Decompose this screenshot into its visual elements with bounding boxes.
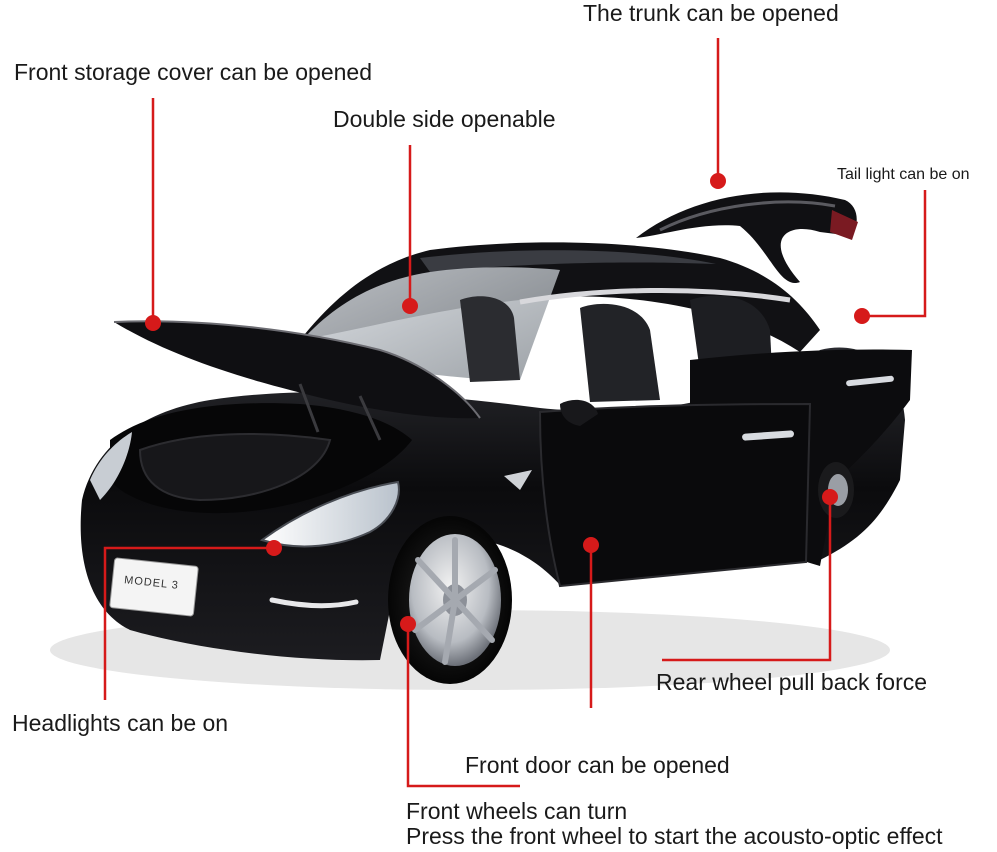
label-front-wheels-line2: Press the front wheel to start the acous… xyxy=(406,823,943,849)
callout-headlights xyxy=(103,546,274,700)
label-front-door: Front door can be opened xyxy=(465,752,730,778)
label-trunk: The trunk can be opened xyxy=(583,0,839,26)
frunk-strut-2 xyxy=(358,395,382,441)
rear-door-handle xyxy=(846,375,894,387)
dot-headlights xyxy=(266,540,282,556)
callout-lines xyxy=(103,38,927,788)
side-mirror xyxy=(560,399,598,426)
front-door-open xyxy=(538,402,812,588)
fog-light xyxy=(269,597,359,609)
frunk-tub xyxy=(138,433,332,502)
trunk-lid-highlight xyxy=(659,200,836,232)
label-front-storage: Front storage cover can be opened xyxy=(14,59,373,85)
frunk-strut xyxy=(298,383,320,433)
dot-front-storage xyxy=(145,315,161,331)
dot-double-side xyxy=(402,298,418,314)
rear-seat-2 xyxy=(690,295,772,372)
rear-seat xyxy=(580,303,660,402)
dot-trunk xyxy=(710,173,726,189)
callout-rear-wheel xyxy=(662,497,832,662)
label-tail-light: Tail light can be on xyxy=(837,166,970,183)
tail-light-lid xyxy=(830,210,858,240)
label-rear-wheel: Rear wheel pull back force xyxy=(656,669,928,695)
headlight-left xyxy=(90,432,132,500)
front-door-handle xyxy=(742,430,794,441)
label-double-side: Double side openable xyxy=(333,106,556,132)
frunk-lid-edge xyxy=(113,320,481,419)
chrome-trim xyxy=(519,287,791,305)
dot-rear-wheel xyxy=(822,489,838,505)
dot-front-wheels xyxy=(400,616,416,632)
roof-glass xyxy=(420,250,716,272)
frunk-lid xyxy=(114,321,480,419)
front-seat xyxy=(460,296,520,382)
callout-dots xyxy=(145,173,870,632)
callout-tail-light xyxy=(862,190,927,318)
license-plate xyxy=(109,557,199,617)
fender-badge xyxy=(504,470,532,490)
front-wheel xyxy=(388,516,512,684)
dot-front-door xyxy=(583,537,599,553)
label-front-wheels-line1: Front wheels can turn xyxy=(406,798,628,824)
callout-front-wheels xyxy=(406,624,520,788)
headlight xyxy=(259,480,400,548)
label-headlights: Headlights can be on xyxy=(12,710,229,736)
trunk-lid xyxy=(636,192,857,284)
dot-tail-light xyxy=(854,308,870,324)
